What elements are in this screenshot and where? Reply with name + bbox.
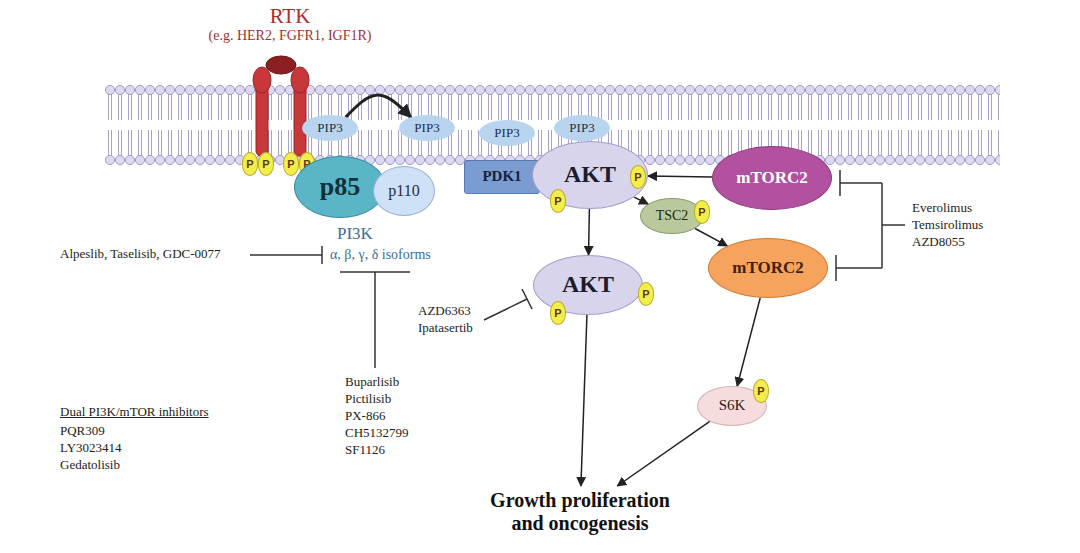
node-text: P <box>554 307 561 320</box>
phospho-mark: P <box>550 301 567 324</box>
node-text: PIP3 <box>569 121 594 136</box>
outcome-text: Growth proliferation and oncogenesis <box>466 486 695 538</box>
node-subtext: (e.g. HER2, FGFR1, IGF1R) <box>209 28 372 44</box>
node-text: P <box>287 158 294 171</box>
phospho-mark: P <box>753 379 770 402</box>
inhibitor-line <box>374 272 376 368</box>
protein-ellipse: p110 <box>373 166 435 216</box>
inhibitor-bar <box>321 246 323 264</box>
node-text: PIP3 <box>494 126 519 141</box>
signal-arrow <box>695 228 727 245</box>
protein-ellipse: S6K P <box>697 386 767 426</box>
signal-arrow <box>588 209 590 255</box>
phospho-mark: P <box>242 152 259 175</box>
drug-label: Alpeslib, Taselisib, GDC-0077 <box>60 246 221 263</box>
protein-ellipse: p85 <box>294 156 386 218</box>
protein-ellipse: AKTPP <box>532 141 648 209</box>
node-text: p85 <box>320 172 360 202</box>
node-text: P <box>698 206 705 219</box>
node-text: Growth proliferation and oncogenesis <box>473 489 688 535</box>
signal-arrow <box>581 315 587 486</box>
node-text: RTK <box>270 4 311 28</box>
phospho-mark: P <box>638 282 655 305</box>
phospho-mark: P <box>630 165 647 188</box>
phospho-mark: P <box>283 152 300 175</box>
lipid-oval: PIP3 <box>302 115 358 141</box>
node-text: PIP3 <box>414 121 439 136</box>
node-text: TSC2 <box>656 208 689 224</box>
signal-arrow <box>617 421 710 486</box>
phospho-mark: P <box>694 200 711 223</box>
inhibitor-line <box>250 254 322 256</box>
complex-ellipse: mTORC2 <box>712 146 832 210</box>
inhibitor-line <box>840 182 882 184</box>
receptor-label: RTK(e.g. HER2, FGFR1, IGF1R)PPPP <box>195 4 385 174</box>
phospho-mark: P <box>258 152 275 175</box>
node-text: P <box>262 158 269 171</box>
lipid-oval: PIP3 <box>554 115 610 141</box>
node-text: S6K <box>719 397 746 414</box>
node-text: PIP3 <box>317 121 342 136</box>
inhibitor-line <box>836 267 882 269</box>
protein-ellipse: TSC2 P <box>640 198 704 234</box>
node-text: p110 <box>388 182 419 200</box>
signal-arrow <box>634 197 648 204</box>
node-text: P <box>246 158 253 171</box>
complex-ellipse: mTORC2 <box>708 238 828 298</box>
phospho-mark: P <box>550 189 567 212</box>
signal-arrow <box>648 176 712 177</box>
drug-label: AZD6363 Ipatasertib <box>418 303 473 337</box>
bracket-line <box>882 224 905 226</box>
node-text: AKT <box>564 161 616 189</box>
drug-label: Everolimus Temsirolimus AZD8055 <box>912 200 983 251</box>
enzyme-label: PI3K <box>337 223 373 245</box>
receptor-head <box>253 67 271 93</box>
signal-arrow <box>346 95 411 117</box>
isoform-label: α, β, γ, δ isoforms <box>330 246 431 264</box>
lipid-oval: PIP3 <box>479 120 535 146</box>
lipid-oval: PIP3 <box>399 115 455 141</box>
node-text: PDK1 <box>482 168 521 185</box>
node-text: P <box>642 288 649 301</box>
node-text: P <box>634 171 641 184</box>
signal-arrow <box>737 298 760 386</box>
rtk-receptor <box>253 56 309 156</box>
receptor-head <box>291 67 309 93</box>
drug-class-heading: Dual PI3K/mTOR inhibitors <box>60 404 209 421</box>
node-text: mTORC2 <box>732 258 803 278</box>
kinase-box: PDK1 <box>464 160 540 194</box>
drug-label: PQR309 LY3023414 Gedatolisib <box>60 423 122 474</box>
inhibitor-line <box>484 299 527 320</box>
ligand <box>266 56 296 74</box>
inhibitor-bar <box>522 289 532 309</box>
node-text: mTORC2 <box>736 168 807 188</box>
drug-label: Buparlisib Pictilisib PX-866 CH5132799 S… <box>345 374 409 458</box>
node-text: P <box>554 195 561 208</box>
node-text: AKT <box>562 271 614 299</box>
node-text: P <box>757 385 764 398</box>
protein-ellipse: AKTPP <box>533 255 643 315</box>
